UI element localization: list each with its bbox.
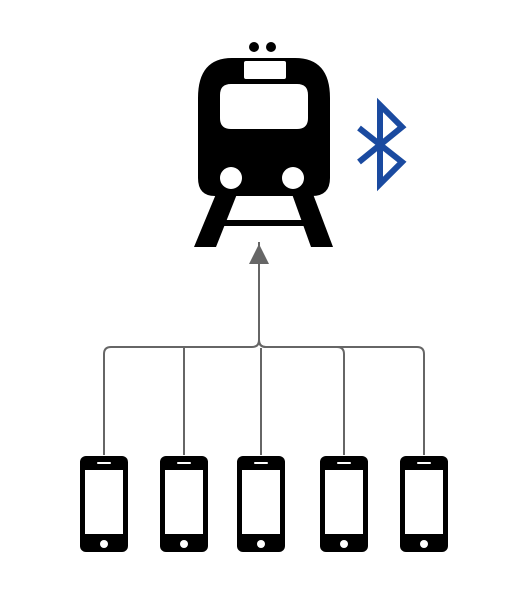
phone-screen xyxy=(325,470,363,534)
connector-device-1 xyxy=(103,242,260,455)
smartphone-icon xyxy=(400,456,448,552)
smartphone-icon xyxy=(320,456,368,552)
phone-screen xyxy=(85,470,123,534)
train-top-light-left xyxy=(249,42,259,52)
phone-speaker xyxy=(337,462,351,464)
phone-screen xyxy=(165,470,203,534)
device-list xyxy=(80,456,448,552)
train-rail-crossbar xyxy=(208,220,320,226)
smartphone-icon xyxy=(160,456,208,552)
phone-home-button xyxy=(420,540,428,548)
phone-home-button xyxy=(100,540,108,548)
connector-device-5 xyxy=(258,339,425,455)
bluetooth-icon xyxy=(357,97,407,192)
smartphone-icon xyxy=(80,456,128,552)
phone-home-button xyxy=(340,540,348,548)
phone-home-button xyxy=(257,540,265,548)
train-top-light-right xyxy=(266,42,276,52)
phone-speaker xyxy=(177,462,191,464)
phone-speaker xyxy=(254,462,268,464)
phone-speaker xyxy=(97,462,111,464)
phone-speaker xyxy=(417,462,431,464)
connector-lines xyxy=(103,242,425,455)
train-icon xyxy=(194,42,333,247)
phone-screen xyxy=(242,470,280,534)
train-body xyxy=(198,58,330,196)
phone-home-button xyxy=(180,540,188,548)
smartphone-icon xyxy=(237,456,285,552)
phone-screen xyxy=(405,470,443,534)
connector-device-4 xyxy=(258,339,345,455)
